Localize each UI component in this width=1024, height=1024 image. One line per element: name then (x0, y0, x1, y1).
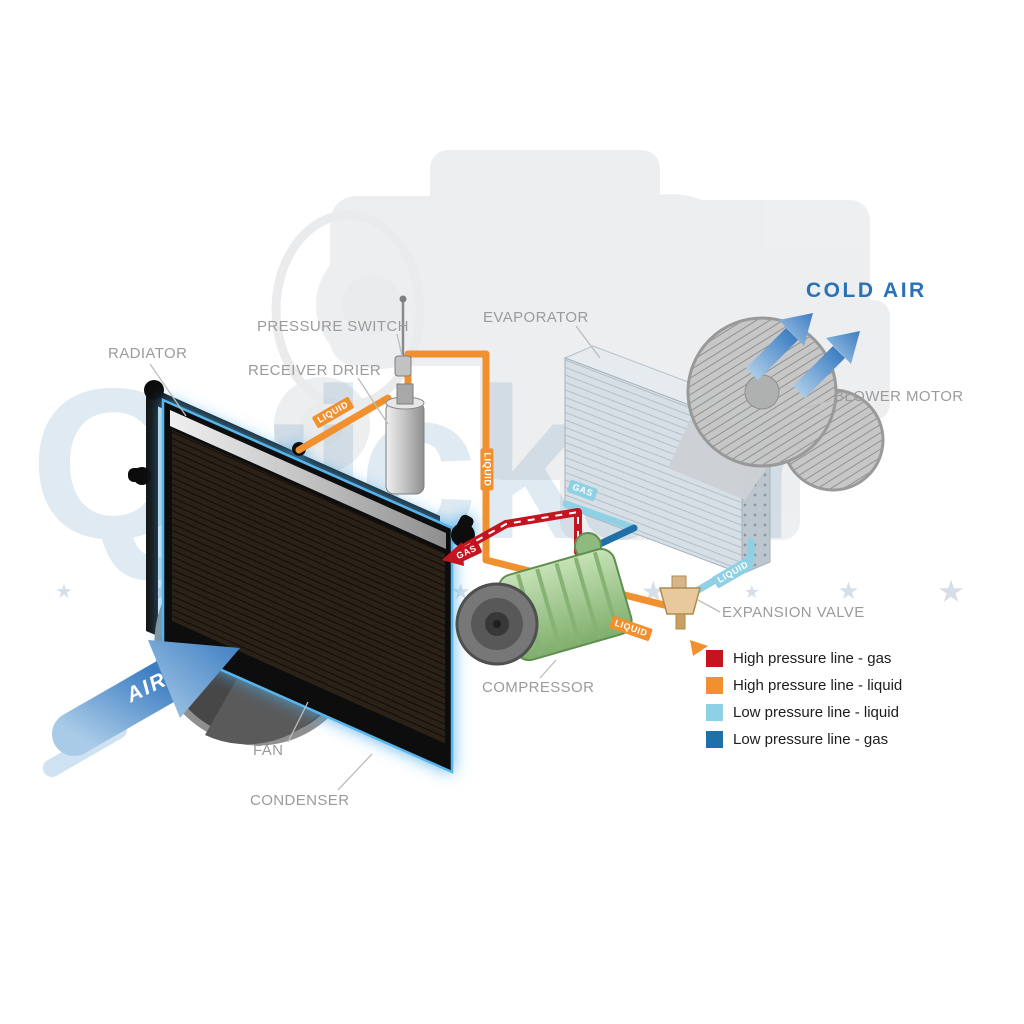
label-pressure-switch: PRESSURE SWITCH (257, 318, 409, 335)
star-icon: ★ (937, 574, 965, 609)
label-leader-lines (149, 325, 833, 791)
legend-item-low-pressure-gas: Low pressure line - gas (706, 731, 902, 748)
pressure-switch-graphic (394, 295, 412, 377)
legend-item-high-pressure-gas: High pressure line - gas (706, 650, 902, 667)
label-condenser: CONDENSER (250, 792, 350, 809)
low-pressure-liquid-line (562, 500, 755, 600)
blower-motor-graphic (668, 316, 885, 500)
legend-label-high-pressure-liquid: High pressure line - liquid (733, 677, 903, 694)
cold-air-arrows-icon (745, 313, 860, 399)
legend-swatch-high-pressure-liquid (706, 677, 723, 694)
legend-swatch-high-pressure-gas (706, 650, 723, 667)
legend-label-high-pressure-gas: High pressure line - gas (733, 650, 892, 667)
legend-item-low-pressure-liquid: Low pressure line - liquid (706, 704, 902, 721)
legend-label-low-pressure-gas: Low pressure line - gas (733, 731, 889, 748)
label-fan: FAN (253, 742, 284, 759)
label-radiator: RADIATOR (108, 345, 188, 362)
star-icon: ★ (55, 580, 73, 603)
label-cold-air: COLD AIR (806, 279, 927, 302)
expansion-valve-graphic (659, 575, 708, 656)
air-arrow-icon (43, 640, 240, 777)
label-compressor: COMPRESSOR (482, 679, 595, 696)
legend-swatch-low-pressure-gas (706, 731, 723, 748)
star-icon: ★ (837, 577, 860, 605)
legend: High pressure line - gas High pressure l… (706, 650, 902, 748)
pipe-label-liquid-drier-down: LIQUID (480, 448, 494, 491)
star-icon: ★ (743, 581, 760, 602)
star-icon: ★ (450, 578, 471, 604)
label-evaporator: EVAPORATOR (483, 309, 589, 326)
label-receiver-drier: RECEIVER DRIER (248, 362, 382, 379)
legend-item-high-pressure-liquid: High pressure line - liquid (706, 677, 902, 694)
condenser-graphic (161, 398, 475, 774)
label-expansion-valve: EXPANSION VALVE (722, 604, 865, 621)
legend-label-low-pressure-liquid: Low pressure line - liquid (733, 704, 899, 721)
receiver-drier-graphic (385, 383, 425, 495)
label-blower-motor: BLOWER MOTOR (834, 388, 964, 405)
legend-swatch-low-pressure-liquid (706, 704, 723, 721)
